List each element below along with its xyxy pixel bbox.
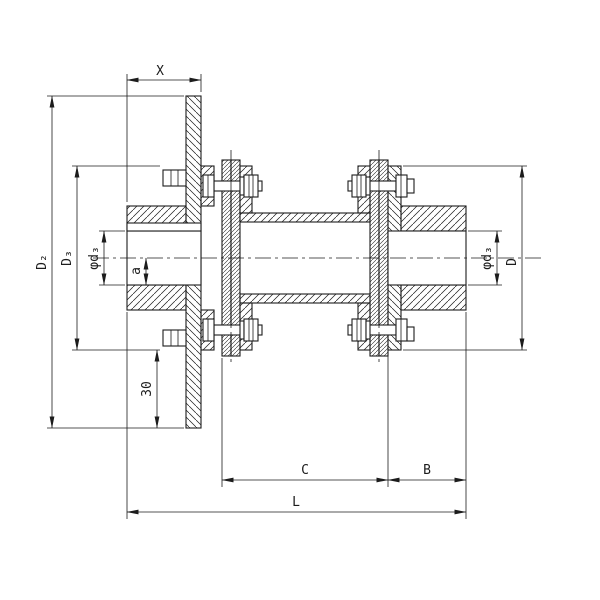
dim-label-x: X [156, 64, 164, 79]
bolt-top-right [347, 174, 415, 198]
dimension-c: C [221, 352, 389, 487]
bolt-top-left [202, 174, 263, 198]
locknut [406, 178, 415, 194]
dimension-d: D [403, 165, 527, 351]
washer [365, 176, 371, 196]
locknut [406, 326, 415, 342]
bolt-head [202, 318, 215, 342]
dimension-bore-left: φd₃ [87, 230, 125, 286]
spacer-lower-wall [239, 293, 371, 304]
dimension-a: a [129, 257, 149, 286]
plate-bolt-head-bottom [162, 329, 187, 347]
dim-label-c: C [301, 463, 309, 478]
bolt-head [202, 174, 215, 198]
left-hub-lower-wall [126, 284, 187, 311]
bolt-head [395, 174, 408, 198]
dim-label-l: L [292, 495, 300, 510]
washer [239, 176, 245, 196]
dimension-x: X [126, 64, 202, 202]
dim-label-d: D [505, 258, 520, 266]
plate-bolt-head-top [162, 169, 187, 187]
left-keyway-slot [126, 222, 202, 232]
washer [239, 320, 245, 340]
dim-label-bore-right: φd₃ [480, 246, 495, 269]
dim-label-bore-left: φd₃ [87, 246, 102, 269]
dimension-b: B [387, 312, 467, 487]
dimension-30: 30 [140, 349, 160, 429]
plate-fastener-bolts [162, 169, 187, 347]
dimension-d3: D₃ [60, 165, 160, 351]
dim-label-d3: D₃ [60, 250, 75, 266]
washer [365, 320, 371, 340]
bolt-bottom-left [202, 318, 263, 342]
dimension-d2: D₂ [35, 95, 184, 429]
bolt-head [395, 318, 408, 342]
nut [351, 174, 367, 198]
right-hub [400, 205, 467, 311]
spacer-upper-wall [239, 212, 371, 223]
dimension-bore-right: φd₃ [468, 230, 502, 286]
dim-label-b: B [423, 463, 431, 478]
nut [243, 318, 259, 342]
nut [243, 174, 259, 198]
dimension-l: L [126, 312, 467, 519]
right-hub-lower-wall [400, 284, 467, 311]
bolt-bottom-right [347, 318, 415, 342]
dim-label-a: a [129, 267, 144, 275]
dim-label-d2: D₂ [35, 254, 50, 270]
dim-label-30: 30 [140, 381, 155, 397]
right-hub-upper-wall [400, 205, 467, 232]
nut [351, 318, 367, 342]
centerlines [93, 150, 545, 366]
